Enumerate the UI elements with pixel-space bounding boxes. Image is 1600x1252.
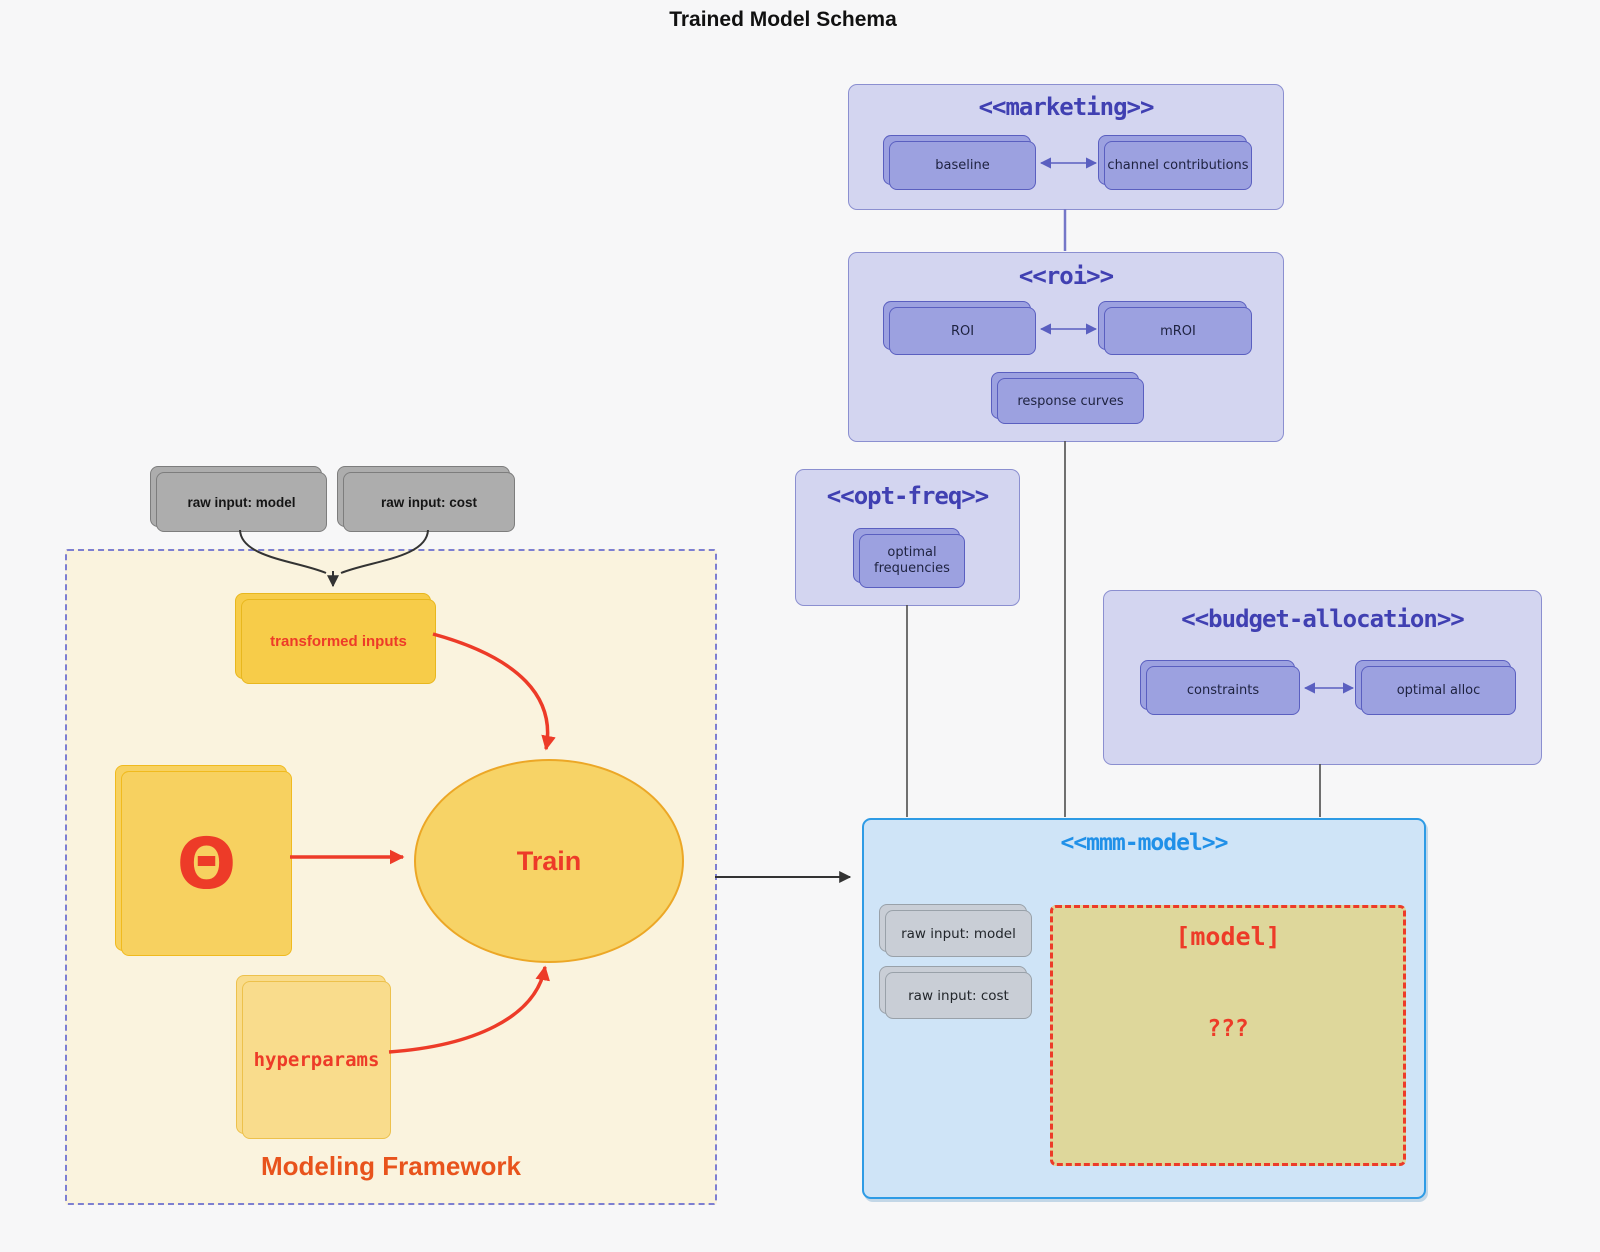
optimal-alloc-node: optimal alloc — [1361, 666, 1516, 715]
constraints-node: constraints — [1146, 666, 1300, 715]
response-curves-label: response curves — [1017, 393, 1124, 409]
opt-freq-title: <<opt-freq>> — [826, 482, 989, 510]
constraints-label: constraints — [1186, 683, 1260, 698]
marketing-title: <<marketing>> — [978, 93, 1155, 121]
modeling-framework-container: transformed inputs Θ Train hyperparams M… — [65, 549, 717, 1205]
mmm-model-container: <<mmm-model>> raw input: model raw input… — [862, 818, 1426, 1199]
mmm-raw-input-model-node: raw input: model — [885, 910, 1032, 957]
raw-input-model-label: raw input: model — [187, 494, 296, 510]
page-title: Trained Model Schema — [669, 8, 897, 31]
baseline-label: baseline — [935, 158, 990, 173]
mmm-raw-input-cost-label: raw input: cost — [908, 987, 1009, 1004]
model-placeholder-title: [model] — [1175, 922, 1281, 951]
marketing-container: <<marketing>> baseline channel contribut… — [848, 84, 1284, 210]
optimal-frequencies-node: optimal frequencies — [859, 534, 965, 588]
transformed-inputs-node: transformed inputs — [241, 599, 436, 684]
opt-freq-container: <<opt-freq>> optimal frequencies — [795, 469, 1020, 606]
response-curves-node: response curves — [997, 378, 1144, 424]
optimal-alloc-label: optimal alloc — [1396, 683, 1481, 698]
budget-allocation-title: <<budget-allocation>> — [1181, 605, 1464, 633]
hyperparams-node: hyperparams — [242, 981, 391, 1139]
theta-node: Θ — [121, 771, 292, 956]
mmm-raw-input-cost-node: raw input: cost — [885, 972, 1032, 1019]
roi-title: <<roi>> — [1018, 262, 1114, 290]
transformed-inputs-label: transformed inputs — [270, 633, 407, 650]
roi-node: ROI — [889, 307, 1036, 355]
channel-contributions-label: channel contributions — [1107, 158, 1249, 173]
mroi-label: mROI — [1160, 323, 1196, 339]
model-placeholder-body: ??? — [1207, 1016, 1249, 1042]
raw-input-cost-node: raw input: cost — [343, 472, 515, 532]
modeling-framework-label: Modeling Framework — [260, 1151, 522, 1181]
raw-input-cost-label: raw input: cost — [380, 494, 477, 510]
mroi-node: mROI — [1104, 307, 1252, 355]
train-label: Train — [516, 845, 582, 876]
roi-container: <<roi>> ROI mROI response curves — [848, 252, 1284, 442]
mmm-model-title: <<mmm-model>> — [1060, 830, 1228, 856]
mmm-raw-input-model-label: raw input: model — [901, 925, 1016, 942]
optimal-frequencies-label: optimal frequencies — [874, 544, 950, 576]
theta-label: Θ — [176, 822, 237, 905]
budget-allocation-container: <<budget-allocation>> constraints optima… — [1103, 590, 1542, 765]
train-ellipse: Train — [414, 759, 684, 963]
model-placeholder-box: [model] ??? — [1050, 905, 1406, 1166]
baseline-node: baseline — [889, 141, 1036, 190]
raw-input-model-node: raw input: model — [156, 472, 327, 532]
hyperparams-label: hyperparams — [253, 1049, 380, 1071]
roi-label: ROI — [950, 323, 975, 339]
channel-contributions-node: channel contributions — [1104, 141, 1252, 190]
